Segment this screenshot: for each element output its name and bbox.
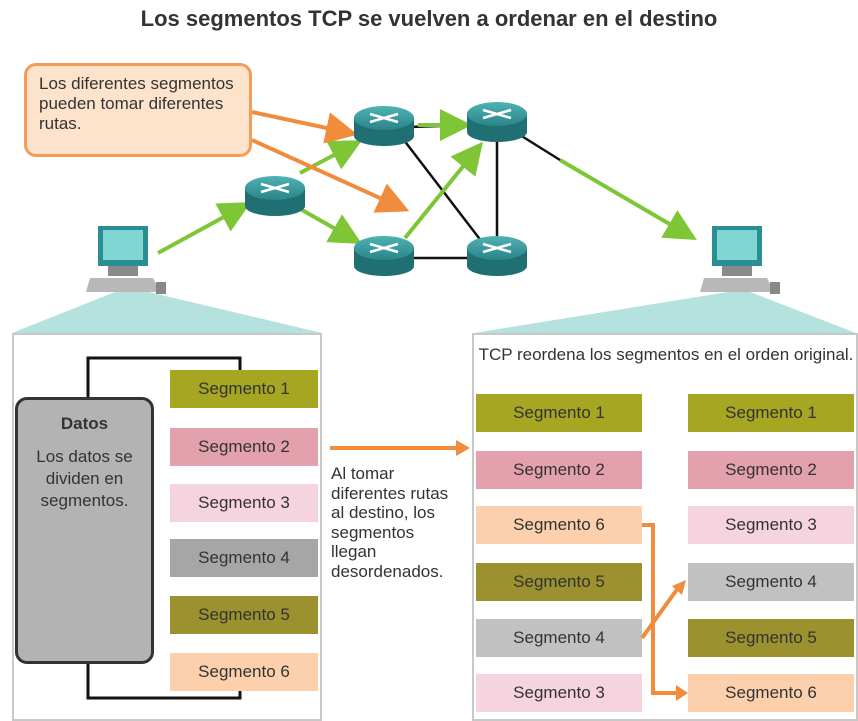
- source-beam: [12, 290, 322, 333]
- network-topology: [12, 102, 856, 333]
- ordered-segment-6: Segmento 6: [688, 674, 854, 712]
- received-segment-4: Segmento 4: [476, 619, 642, 657]
- reorder-text: TCP reordena los segmentos en el orden o…: [478, 345, 854, 364]
- link-r4-r3: [403, 141, 484, 240]
- ordered-segment-1: Segmento 1: [688, 394, 854, 432]
- link-r3-pc2-green: [558, 158, 697, 241]
- received-segment-2: Segmento 2: [476, 451, 642, 489]
- reorder-arrow-4: [640, 586, 680, 640]
- ordered-segment-5: Segmento 5: [688, 619, 854, 657]
- source-segment-3: Segmento 3: [170, 484, 318, 522]
- link-r1-r2: [299, 140, 363, 175]
- ordered-segment-3: Segmento 3: [688, 506, 854, 544]
- received-segment-1: Segmento 1: [476, 394, 642, 432]
- source-segment-1: Segmento 1: [170, 370, 318, 408]
- data-box-text: Los datos se dividen en segmentos.: [36, 447, 133, 510]
- received-segment-3: Segmento 3: [476, 674, 642, 712]
- data-box-heading: Datos: [60, 414, 109, 433]
- diagram-title: Los segmentos TCP se vuelven a ordenar e…: [140, 6, 718, 31]
- router-icon: [354, 106, 414, 146]
- source-segment-4: Segmento 4: [170, 539, 318, 577]
- destination-beam: [474, 292, 856, 333]
- router-icon: [467, 236, 527, 276]
- link-r1-r4: [301, 208, 362, 244]
- link-r2-r5: [399, 134, 483, 243]
- received-segment-6: Segmento 6: [476, 506, 642, 544]
- ordered-segment-4: Segmento 4: [688, 563, 854, 601]
- ordered-segment-2: Segmento 2: [688, 451, 854, 489]
- routes-callout: Los diferentes segmentos pueden tomar di…: [24, 63, 252, 157]
- reorder-arrow-6: [642, 523, 676, 695]
- router-icon: [467, 102, 527, 142]
- link-pc1-r1: [157, 202, 252, 255]
- callout-arrow-2: [251, 138, 410, 213]
- source-segment-6: Segmento 6: [170, 653, 318, 691]
- callout-arrow-1: [251, 110, 358, 144]
- source-segment-5: Segmento 5: [170, 596, 318, 634]
- out-of-order-text: Al tomar diferentes rutas al destino, lo…: [331, 464, 449, 581]
- computer-icon: [700, 226, 780, 294]
- received-segment-5: Segmento 5: [476, 563, 642, 601]
- link-r3-pc2: [519, 133, 561, 162]
- router-icon: [354, 236, 414, 276]
- data-box: Datos Los datos se dividen en segmentos.: [15, 397, 154, 664]
- computer-icon: [86, 226, 166, 294]
- router-icon: [245, 176, 305, 216]
- source-segment-2: Segmento 2: [170, 428, 318, 466]
